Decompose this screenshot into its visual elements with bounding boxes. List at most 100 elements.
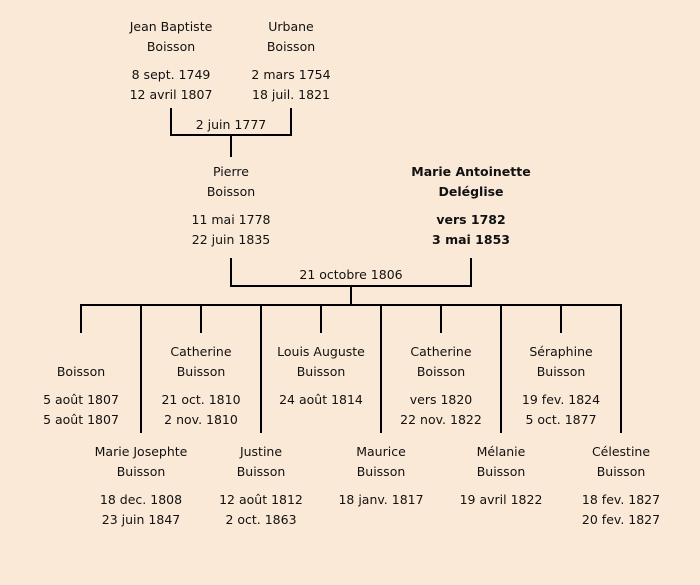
- surname: Buisson: [176, 364, 226, 379]
- connector-line: [290, 108, 292, 136]
- person-names: Boisson: [6, 342, 156, 382]
- person-dates: 18 janv. 1817: [306, 490, 456, 510]
- surname: Buisson: [476, 464, 526, 479]
- surname: Buisson: [296, 364, 346, 379]
- child-drop-line: [260, 304, 262, 433]
- person-dates: 18 fev. 1827 20 fev. 1827: [546, 490, 696, 530]
- surname: Boisson: [416, 364, 466, 379]
- death-date: 2 oct. 1863: [225, 512, 297, 527]
- child-drop-line: [200, 304, 202, 333]
- given-name: Justine: [239, 444, 283, 459]
- death-date: 20 fev. 1827: [581, 512, 661, 527]
- surname: Boisson: [146, 39, 196, 54]
- child-drop-line: [620, 304, 622, 433]
- given-name: Catherine: [170, 344, 232, 359]
- grandparents-marriage-date: 2 juin 1777: [195, 117, 267, 132]
- death-date: 5 oct. 1877: [525, 412, 597, 427]
- birth-date: 19 avril 1822: [459, 492, 543, 507]
- person-dates: 19 avril 1822: [426, 490, 576, 510]
- parents-marriage-date: 21 octobre 1806: [299, 267, 403, 282]
- birth-date: 11 mai 1778: [191, 212, 271, 227]
- person-node[interactable]: Boisson 5 août 1807 5 août 1807: [6, 342, 156, 430]
- death-date: 22 juin 1835: [191, 232, 271, 247]
- birth-date: 8 sept. 1749: [131, 67, 211, 82]
- person-dates: 24 août 1814: [246, 390, 396, 410]
- death-date: 12 avril 1807: [129, 87, 213, 102]
- birth-date: 5 août 1807: [43, 392, 119, 407]
- birth-date: 21 oct. 1810: [161, 392, 241, 407]
- birth-date: 24 août 1814: [279, 392, 363, 407]
- surname: Buisson: [236, 464, 286, 479]
- given-name: Marie Josephte: [94, 444, 188, 459]
- person-dates: vers 1820 22 nov. 1822: [366, 390, 516, 430]
- surname: Buisson: [356, 464, 406, 479]
- given-name: Mélanie: [476, 444, 526, 459]
- birth-date: 19 fev. 1824: [521, 392, 601, 407]
- given-name: Louis Auguste: [277, 344, 365, 359]
- given-name: Célestine: [591, 444, 651, 459]
- child-drop-line: [560, 304, 562, 333]
- given-name: Catherine: [410, 344, 472, 359]
- descent-line: [350, 285, 352, 305]
- person-dates: 8 sept. 1749 12 avril 1807: [96, 65, 246, 105]
- connector-line: [470, 258, 472, 287]
- connector-line: [170, 108, 172, 136]
- surname: Deléglise: [438, 184, 504, 199]
- person-dates: 5 août 1807 5 août 1807: [6, 390, 156, 430]
- surname: Buisson: [536, 364, 586, 379]
- person-dates: 11 mai 1778 22 juin 1835: [156, 210, 306, 250]
- surname: Buisson: [596, 464, 646, 479]
- sibling-line: [80, 304, 622, 306]
- birth-date: vers 1820: [409, 392, 473, 407]
- child-drop-line: [140, 304, 142, 433]
- descent-line: [230, 134, 232, 157]
- child-drop-line: [380, 304, 382, 433]
- child-drop-line: [320, 304, 322, 333]
- birth-date: 18 dec. 1808: [99, 492, 183, 507]
- surname: Boisson: [266, 39, 316, 54]
- birth-date: 18 fev. 1827: [581, 492, 661, 507]
- birth-date: 12 août 1812: [219, 492, 303, 507]
- child-drop-line: [80, 304, 82, 333]
- given-name: Urbane: [268, 19, 314, 34]
- person-dates: 12 août 1812 2 oct. 1863: [186, 490, 336, 530]
- given-name: Marie Antoinette: [411, 164, 531, 179]
- birth-date: vers 1782: [436, 212, 506, 227]
- given-name: Pierre: [213, 164, 249, 179]
- child-drop-line: [500, 304, 502, 433]
- death-date: 18 juil. 1821: [252, 87, 330, 102]
- surname: Boisson: [56, 364, 106, 379]
- death-date: 5 août 1807: [43, 412, 119, 427]
- death-date: 22 nov. 1822: [400, 412, 482, 427]
- person-dates: 19 fev. 1824 5 oct. 1877: [486, 390, 636, 430]
- surname: Buisson: [116, 464, 166, 479]
